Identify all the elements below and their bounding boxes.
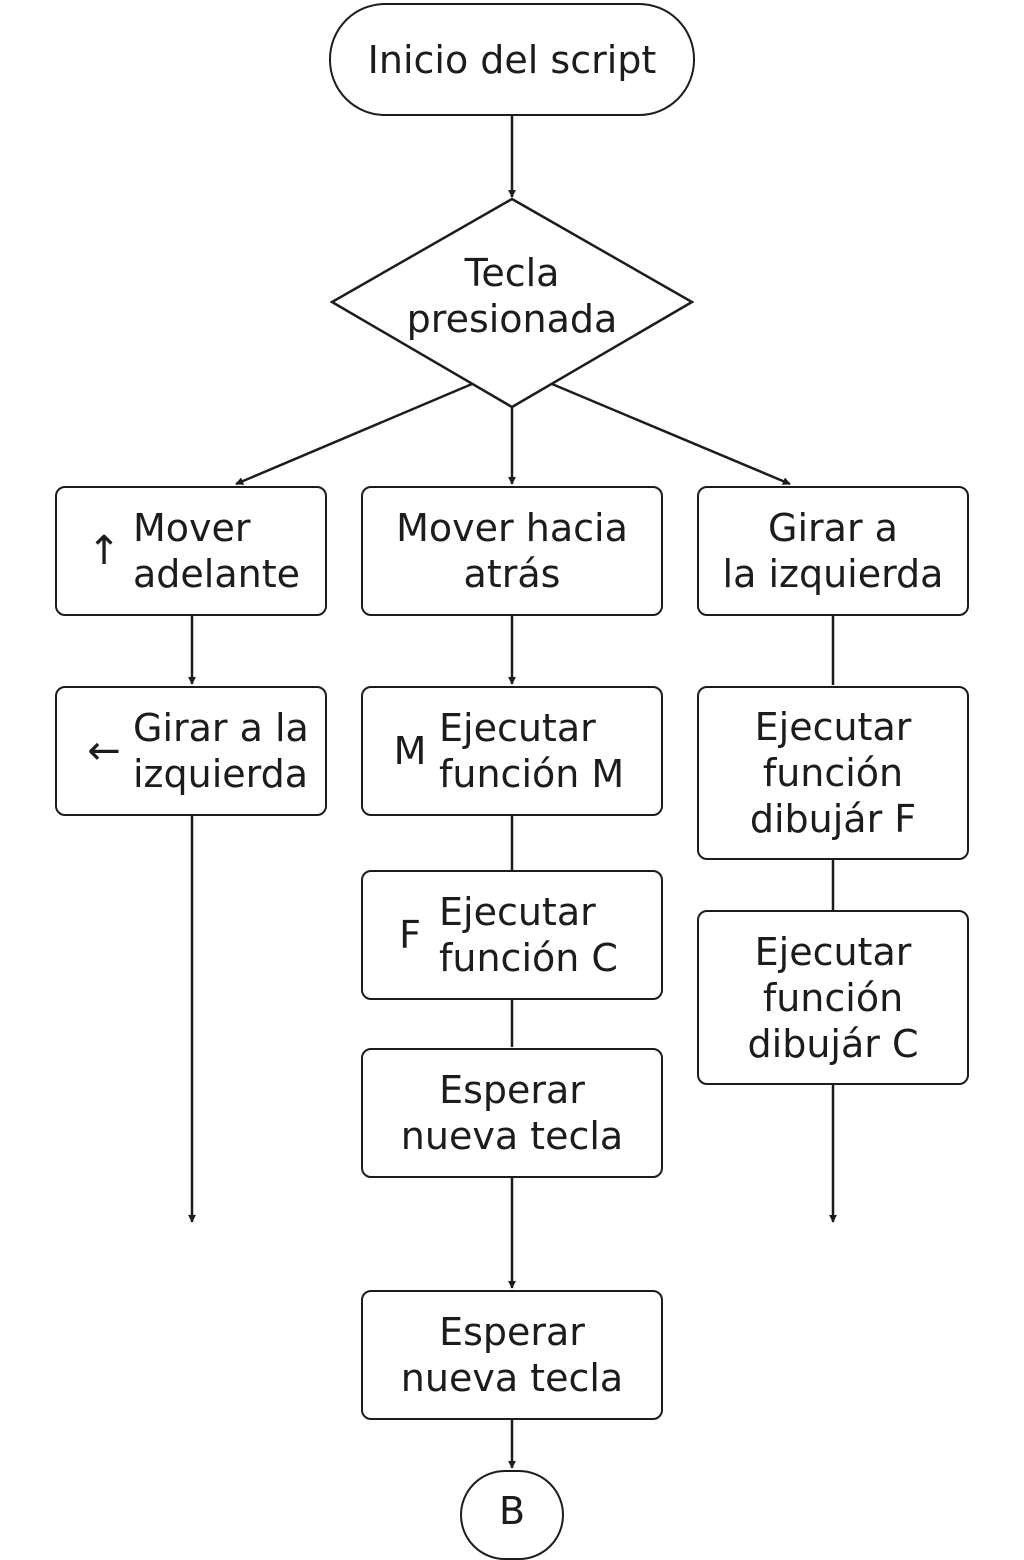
arrow-left-icon: ←: [87, 728, 121, 774]
function-m-prefix: M: [393, 729, 427, 773]
process-move-forward: ↑ Mover adelante: [55, 486, 327, 616]
end-connector: B: [460, 1470, 564, 1560]
arrow-decision-to-left: [235, 382, 473, 486]
end-connector-label: B: [498, 1489, 526, 1533]
draw-function-c-label: Ejecutar función dibujár C: [747, 929, 919, 1066]
wait-key-merge-label: Esperar nueva tecla: [400, 1310, 624, 1400]
exec-function-m-label: Ejecutar función M: [439, 706, 625, 796]
wait-key-middle-label: Esperar nueva tecla: [400, 1068, 624, 1158]
draw-function-f-label: Ejecutar función dibujár F: [749, 705, 917, 841]
move-back-label: Mover hacia atrás: [396, 506, 628, 596]
move-forward-label: Mover adelante: [133, 506, 300, 596]
exec-function-c-label: Ejecutar función C: [439, 890, 618, 980]
decision-label: Tecla presionada: [406, 251, 618, 341]
turn-left-right-label: Girar a la izquierda: [722, 506, 944, 596]
start-terminal: Inicio del script: [329, 3, 695, 116]
process-turn-left: ← Girar a la izquierda: [55, 686, 327, 816]
process-turn-left-right: Girar a la izquierda: [697, 486, 969, 616]
process-wait-key-middle: Esperar nueva tecla: [361, 1048, 663, 1178]
arrow-decision-to-right: [551, 382, 791, 486]
arrow-up-icon: ↑: [87, 528, 121, 574]
process-draw-function-f: Ejecutar función dibujár F: [697, 686, 969, 860]
start-label: Inicio del script: [367, 37, 657, 82]
process-wait-key-merge: Esperar nueva tecla: [361, 1290, 663, 1420]
process-exec-function-m: M Ejecutar función M: [361, 686, 663, 816]
function-f-prefix: F: [399, 913, 421, 957]
turn-left-label: Girar a la izquierda: [133, 706, 309, 796]
process-draw-function-c: Ejecutar función dibujár C: [697, 910, 969, 1085]
process-move-back: Mover hacia atrás: [361, 486, 663, 616]
process-exec-function-c: F Ejecutar función C: [361, 870, 663, 1000]
